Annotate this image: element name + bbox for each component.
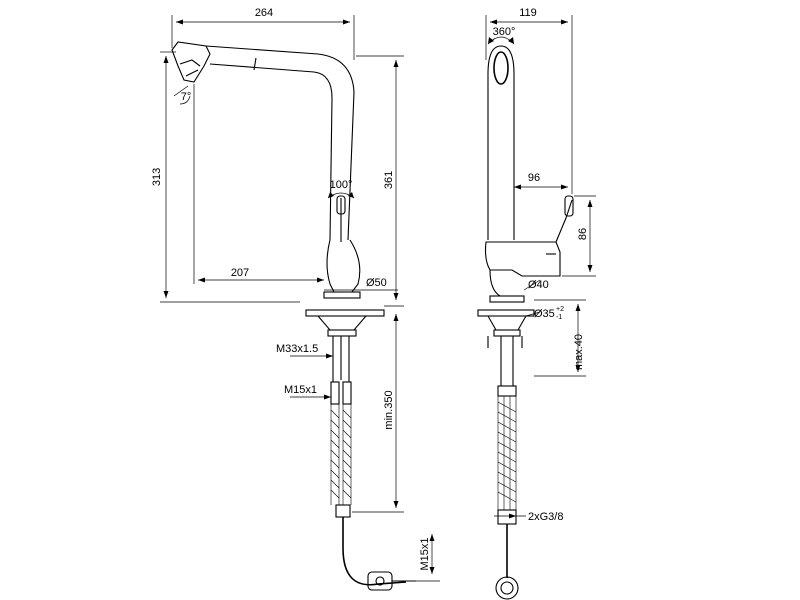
depth-label: 119 bbox=[519, 7, 537, 19]
hoses-front bbox=[330, 336, 416, 591]
reach-label: 207 bbox=[231, 267, 249, 279]
hole-diameter-label: Ø35 bbox=[534, 308, 555, 320]
lever-reach-label: 96 bbox=[528, 172, 540, 184]
min-hose-label: min.350 bbox=[383, 390, 395, 429]
front-arrows bbox=[163, 19, 435, 574]
thread-hose-label: M15x1 bbox=[284, 384, 317, 396]
thread-end-label: M15x1 bbox=[419, 537, 431, 570]
outlet-height-label: 313 bbox=[151, 168, 163, 186]
side-body bbox=[477, 195, 574, 337]
max-thickness-label: max.40 bbox=[573, 334, 585, 370]
side-spout bbox=[487, 45, 515, 240]
base-diameter-label: Ø50 bbox=[366, 277, 387, 289]
side-view: 119 360° 96 86 Ø40 Ø35 +2 -1 max.40 2xG3… bbox=[477, 7, 596, 600]
spout-head bbox=[171, 41, 211, 83]
lever-height-label: 86 bbox=[577, 228, 589, 240]
side-base-diameter-label: Ø40 bbox=[528, 279, 549, 291]
spout-angle-label: 7° bbox=[181, 91, 192, 103]
hoses-side bbox=[487, 336, 523, 600]
overall-height-label: 361 bbox=[383, 171, 395, 189]
hole-tolerance-plus: +2 bbox=[556, 306, 564, 313]
front-view: 264 7° 100° 313 361 207 Ø50 M33x1.5 M15x… bbox=[151, 7, 440, 591]
thread-main-label: M33x1.5 bbox=[276, 343, 318, 355]
hose-thread-label: 2xG3/8 bbox=[528, 511, 563, 523]
side-dimension-lines bbox=[485, 15, 596, 517]
spout-arm bbox=[205, 45, 355, 241]
faucet-body bbox=[305, 195, 385, 337]
hole-tolerance-minus: -1 bbox=[556, 314, 562, 321]
overall-width-label: 264 bbox=[255, 7, 273, 19]
front-dimension-lines bbox=[160, 15, 440, 582]
side-arrows bbox=[488, 19, 593, 519]
lever-angle-label: 100° bbox=[330, 179, 353, 191]
swivel-label: 360° bbox=[493, 26, 516, 38]
